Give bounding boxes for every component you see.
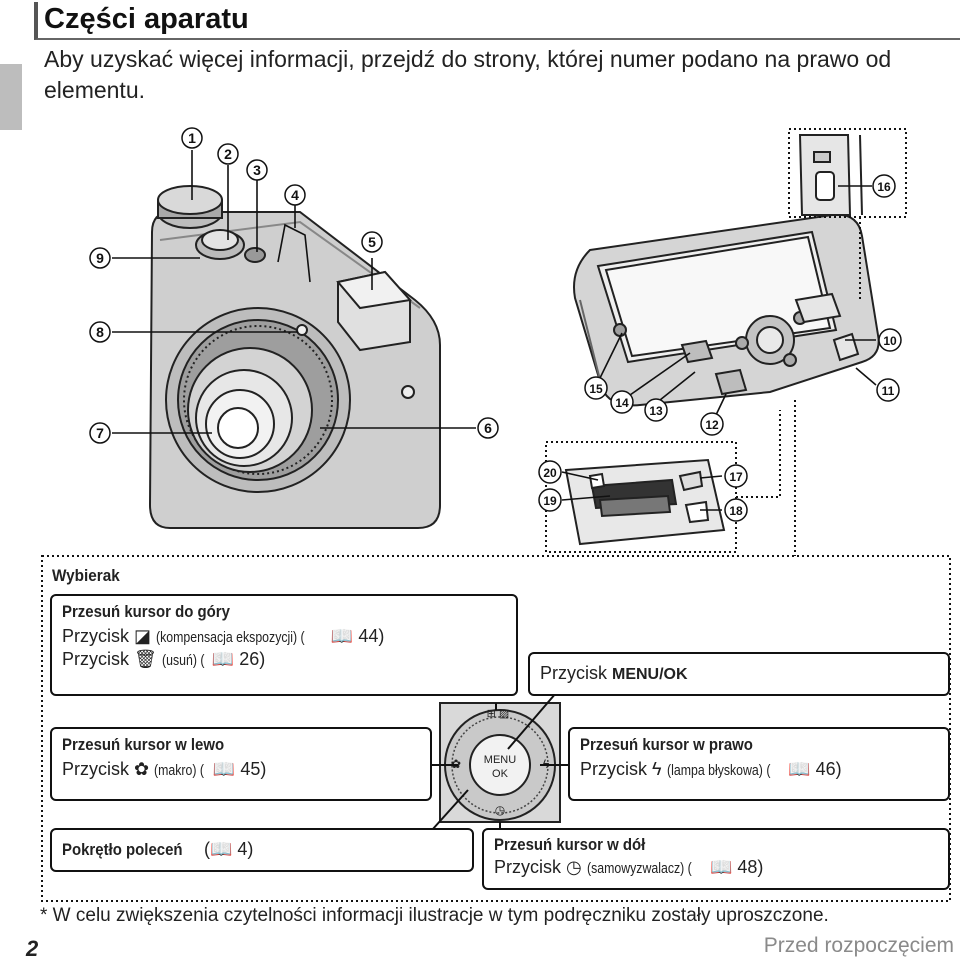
svg-text:9: 9 xyxy=(96,250,104,266)
callout-15: 15 xyxy=(584,376,608,400)
dial-section-label: Wybierak xyxy=(52,566,120,585)
callout-19: 19 xyxy=(538,488,562,512)
svg-text:6: 6 xyxy=(484,420,492,436)
dial-down-timer-icon: ◷ xyxy=(495,803,505,817)
svg-text:5: 5 xyxy=(368,234,376,250)
book-icon: 📖 xyxy=(330,626,354,646)
page-number: 2 xyxy=(26,936,39,961)
callout-14: 14 xyxy=(610,390,634,414)
self-timer-icon: ◷ xyxy=(566,857,587,877)
up-line-exposure: Przycisk ◪ (kompensacja ekspozycji) (📖 4… xyxy=(62,626,385,646)
front-leader-lines xyxy=(112,150,476,434)
svg-text:2: 2 xyxy=(224,146,232,162)
exposure-comp-icon: ◪ xyxy=(134,626,157,646)
right-line-flash: Przycisk ϟ (lampa błyskowa) (📖 46) xyxy=(580,759,842,779)
rear-leader-lines xyxy=(561,332,877,511)
svg-text:17: 17 xyxy=(729,470,743,484)
svg-text:20: 20 xyxy=(543,466,557,480)
right-heading: Przesuń kursor w prawo xyxy=(580,735,753,754)
callout-5: 5 xyxy=(361,231,383,253)
callout-10: 10 xyxy=(878,328,902,352)
dial-center-menu: MENU xyxy=(484,754,516,766)
callout-6: 6 xyxy=(477,417,499,439)
dial-up-icons: ⊞ ▨ xyxy=(487,708,510,720)
rear-camera-drawing xyxy=(573,213,880,407)
svg-text:4: 4 xyxy=(291,187,299,203)
svg-text:18: 18 xyxy=(729,504,743,518)
callout-13: 13 xyxy=(644,398,668,422)
svg-text:15: 15 xyxy=(589,382,603,396)
up-heading: Przesuń kursor do góry xyxy=(62,602,230,621)
box-cursor-right: Przesuń kursor w prawo Przycisk ϟ (lampa… xyxy=(568,727,950,801)
section-tab xyxy=(0,64,22,130)
left-heading: Przesuń kursor w lewo xyxy=(62,735,225,754)
callout-16: 16 xyxy=(872,174,896,198)
svg-text:10: 10 xyxy=(883,334,897,348)
callout-12: 12 xyxy=(700,412,724,436)
svg-text:13: 13 xyxy=(649,404,663,418)
section-footer: Przed rozpoczęciem xyxy=(763,934,954,957)
detail-box-16 xyxy=(788,128,907,218)
command-dial-line: Pokrętło poleceń (📖 4) xyxy=(62,839,254,859)
callout-20: 20 xyxy=(538,460,562,484)
box-command-dial: Pokrętło poleceń (📖 4) xyxy=(50,828,474,872)
dial-panel-border xyxy=(41,555,951,902)
macro-icon: ✿ xyxy=(134,759,155,779)
svg-text:14: 14 xyxy=(615,396,629,410)
title-bar xyxy=(34,2,960,40)
dial-closeup: MENU OK ⊞ ▨ ✿ ϟ ◷ xyxy=(439,702,561,823)
book-icon: 📖 xyxy=(211,649,235,669)
top-detail-drawing xyxy=(798,134,863,216)
trash-icon: 🗑 xyxy=(134,649,162,669)
svg-text:16: 16 xyxy=(877,180,891,194)
flash-icon: ϟ xyxy=(652,759,667,779)
book-icon: 📖 xyxy=(709,857,733,877)
callout-markers: 1 2 3 4 5 6 7 8 9 10 11 12 13 14 15 16 1… xyxy=(89,127,902,522)
intro-text: Aby uzyskać więcej informacji, przejdź d… xyxy=(44,46,892,103)
svg-text:7: 7 xyxy=(96,425,104,441)
callout-18: 18 xyxy=(724,498,748,522)
callout-1: 1 xyxy=(181,127,203,149)
callout-7: 7 xyxy=(89,422,111,444)
callout-4: 4 xyxy=(284,184,306,206)
book-icon: 📖 xyxy=(209,839,233,859)
down-heading: Przesuń kursor w dół xyxy=(494,835,646,854)
menu-ok-line: Przycisk MENU/OK xyxy=(540,663,688,683)
callout-3: 3 xyxy=(246,159,268,181)
down-line-timer: Przycisk ◷ (samowyzwalacz) (📖 48) xyxy=(494,857,764,877)
page-title: Części aparatu xyxy=(44,3,249,35)
box-cursor-left: Przesuń kursor w lewo Przycisk ✿ (makro)… xyxy=(50,727,432,801)
callout-9: 9 xyxy=(89,247,111,269)
svg-text:19: 19 xyxy=(543,494,557,508)
left-line-macro: Przycisk ✿ (makro) (📖 45) xyxy=(62,759,267,779)
callout-17: 17 xyxy=(724,464,748,488)
svg-text:1: 1 xyxy=(188,130,196,146)
svg-text:8: 8 xyxy=(96,324,104,340)
dial-leader-lines xyxy=(431,685,568,831)
up-line-delete: Przycisk 🗑 (usuń) (📖 26) xyxy=(62,649,266,669)
battery-compartment-drawing xyxy=(564,458,726,546)
box-cursor-down: Przesuń kursor w dół Przycisk ◷ (samowyz… xyxy=(482,828,950,890)
callout-2: 2 xyxy=(217,143,239,165)
svg-text:12: 12 xyxy=(705,418,719,432)
book-icon: 📖 xyxy=(788,759,811,779)
svg-text:11: 11 xyxy=(882,384,895,398)
front-camera-drawing xyxy=(148,185,441,529)
box-cursor-up: Przesuń kursor do góry Przycisk ◪ (kompe… xyxy=(50,594,518,696)
callout-8: 8 xyxy=(89,321,111,343)
footnote: * W celu zwiększenia czytelności informa… xyxy=(40,905,829,926)
book-icon: 📖 xyxy=(212,759,236,779)
svg-text:3: 3 xyxy=(253,162,261,178)
box-menu-ok: Przycisk MENU/OK xyxy=(528,652,950,696)
dial-center-ok: OK xyxy=(492,768,509,780)
callout-11: 11 xyxy=(876,378,900,402)
